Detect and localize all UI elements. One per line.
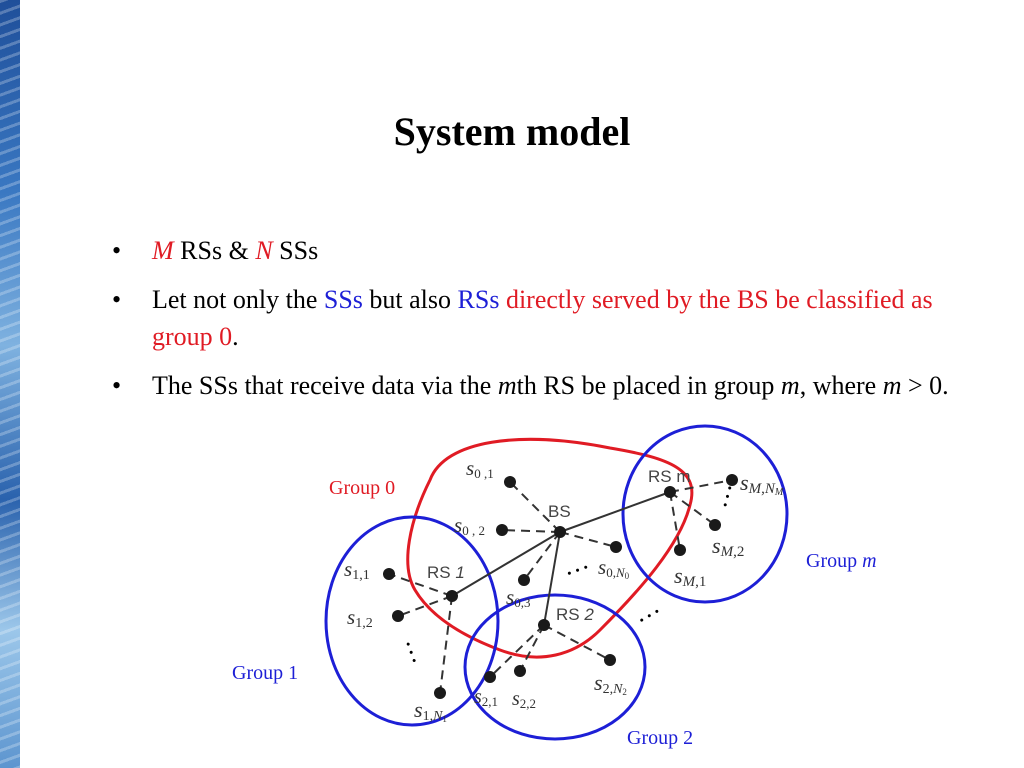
ellipsis-group1: … — [400, 633, 436, 667]
group-1-boundary — [324, 515, 500, 727]
sm2-label: sM,2 — [712, 533, 744, 560]
rs1-node — [446, 590, 458, 602]
group-0-boundary — [406, 437, 694, 659]
link-rs2-s2n — [543, 624, 611, 661]
s0n-node — [610, 541, 622, 553]
sm1-label: sM,1 — [674, 563, 706, 590]
group-2-boundary — [463, 593, 647, 741]
s12-node — [392, 610, 404, 622]
text-sss: SSs — [272, 236, 319, 265]
link-bs-rs2 — [543, 531, 561, 626]
subscriber-labels: s0 ,1 s0 , 2 s0,3 s0,N0 s1,1 s1,2 s1,N1 … — [344, 456, 784, 724]
s21-label: s2,1 — [474, 686, 498, 709]
s22-label: s2,2 — [512, 688, 536, 711]
left-decorative-strip — [0, 0, 20, 768]
link-bs-s01 — [509, 481, 561, 533]
text-b3a: The SSs that receive data via the — [152, 371, 498, 400]
link-bs-s02 — [501, 529, 561, 533]
node-dots — [383, 474, 738, 699]
var-m: m — [497, 371, 517, 400]
var-N: N — [255, 236, 273, 265]
text-b2d: . — [232, 322, 239, 351]
ellipsis-group0: … — [558, 545, 592, 581]
text-b2c-red: directly served by the BS be classified … — [152, 285, 933, 351]
group-1-label: Group 1 — [232, 662, 298, 684]
rs2-node — [538, 619, 550, 631]
var-m2: m — [780, 371, 800, 400]
text-b3d: > 0. — [901, 371, 949, 400]
var-M: M — [152, 236, 174, 265]
s03-label: s0,3 — [506, 585, 530, 610]
link-rs1-s1n — [439, 595, 453, 694]
link-rs1-s12 — [397, 595, 453, 617]
bullet-1: M RSs & N SSs — [112, 232, 952, 269]
s2n-node — [604, 654, 616, 666]
s11-label: s1,1 — [344, 557, 370, 583]
link-bs-rsm — [559, 491, 671, 533]
s1n-node — [434, 687, 446, 699]
slide-title: System model — [393, 109, 631, 154]
rsm-label: RS m — [648, 467, 691, 486]
text-b2a: Let not only the — [152, 285, 324, 314]
s22-node — [514, 665, 526, 677]
s01-label: s0 ,1 — [466, 456, 494, 481]
rs1-label: RS 1 — [427, 563, 465, 582]
bs-node — [554, 526, 566, 538]
s1n-label: s1,N1 — [414, 697, 447, 724]
group-m-boundary — [621, 424, 789, 604]
sm2-node — [709, 519, 721, 531]
s03-node — [518, 574, 530, 586]
s0n-label: s0,N0 — [598, 555, 630, 581]
s02-node — [496, 524, 508, 536]
group-0-label: Group 0 — [329, 477, 395, 499]
link-bs-s0n — [559, 531, 617, 548]
link-rs1-s11 — [388, 573, 453, 597]
smn-label: sM,NM — [740, 470, 784, 498]
link-bs-s03 — [523, 531, 561, 581]
s12-label: s1,2 — [347, 605, 373, 631]
var-m3: m — [882, 371, 902, 400]
link-rsm-sm1 — [669, 491, 681, 551]
dashed-links — [388, 479, 733, 694]
s01-node — [504, 476, 516, 488]
sm1-node — [674, 544, 686, 556]
text-rss: RSs & — [173, 236, 256, 265]
s02-label: s0 , 2 — [454, 513, 485, 538]
link-rs2-s22 — [519, 624, 545, 672]
rsm-node — [664, 486, 676, 498]
bullet-list: M RSs & N SSs Let not only the SSs but a… — [112, 232, 952, 416]
group-m-label: Group m — [806, 550, 877, 572]
text-b3b: th RS be placed in group — [516, 371, 781, 400]
bullet-3: The SSs that receive data via the mth RS… — [112, 367, 952, 404]
bs-label: BS — [548, 502, 571, 521]
s11-node — [383, 568, 395, 580]
s21-node — [484, 671, 496, 683]
link-rsm-smn — [669, 479, 733, 493]
solid-links — [451, 491, 671, 626]
group-2-label: Group 2 — [627, 727, 693, 749]
s2n-label: s2,N2 — [594, 670, 627, 697]
rs2-label: RS 2 — [556, 605, 594, 624]
text-b3c: , where — [799, 371, 883, 400]
link-bs-rs1 — [451, 531, 561, 597]
text-rss-blue: RSs — [457, 285, 500, 314]
text-sss-blue: SSs — [323, 285, 363, 314]
text-b2b: but also — [362, 285, 458, 314]
link-rs2-s21 — [489, 624, 545, 678]
link-rsm-sm2 — [669, 491, 716, 526]
smn-node — [726, 474, 738, 486]
bullet-2: Let not only the SSs but also RSs direct… — [112, 281, 952, 355]
